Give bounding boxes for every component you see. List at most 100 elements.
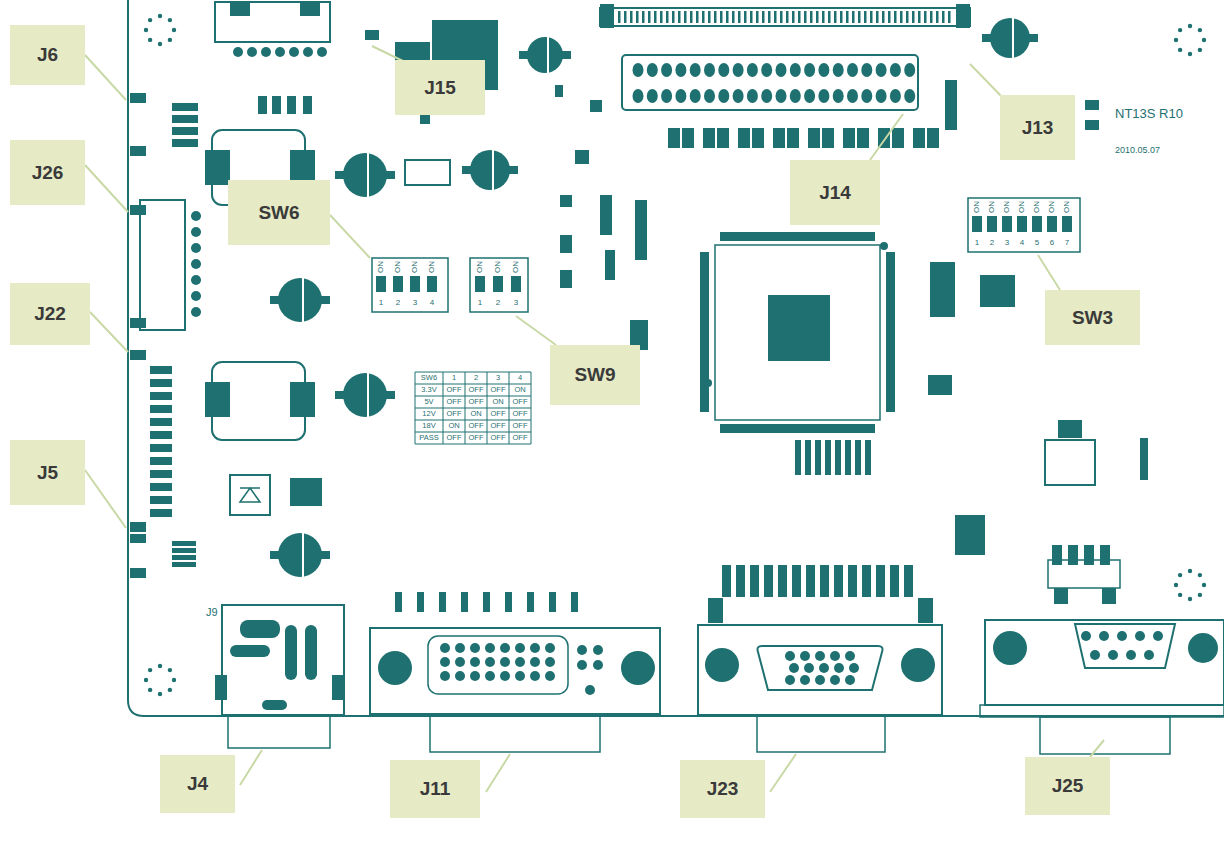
mounting-hole: [158, 664, 162, 668]
board-parts: [332, 675, 344, 700]
table-cell: ON: [514, 386, 525, 394]
connector-pin: [789, 663, 799, 673]
switch-number: 3: [514, 299, 518, 307]
switch-marking: ON: [428, 261, 436, 273]
connector-pin: [846, 11, 849, 23]
resistor-symbol: [795, 440, 801, 475]
dip-switch: [968, 198, 1080, 252]
header-pin: [876, 89, 887, 103]
table-cell: OFF: [469, 386, 484, 394]
switch-slider: [410, 276, 420, 292]
connector-pin: [672, 11, 675, 23]
switch-number: 3: [413, 299, 417, 307]
table-grid: [509, 372, 510, 444]
connector-pin: [815, 675, 825, 685]
board-parts: [980, 275, 1015, 307]
mounting-hole: [1202, 583, 1206, 587]
connector-pin: [150, 470, 172, 478]
smd-part: [1085, 100, 1099, 110]
connector-pin: [819, 663, 829, 673]
connector-pin: [515, 643, 525, 653]
resistor-symbol: [549, 592, 556, 612]
board-parts: [886, 252, 895, 412]
connector-pin: [834, 663, 844, 673]
connector-pin: [618, 11, 951, 23]
board-parts: [1140, 438, 1148, 480]
callout-label: J11: [420, 778, 451, 800]
header-pin: [690, 89, 701, 103]
mounting-hole: [1174, 583, 1178, 587]
connector-pin: [530, 643, 540, 653]
connector-pin: [172, 127, 198, 135]
mounting-hole: [1178, 593, 1182, 597]
connector-pin: [440, 671, 450, 681]
capacitor-symbol: [302, 533, 304, 577]
board-parts: [708, 598, 723, 623]
mounting-hole: [158, 14, 162, 18]
connector-pin: [732, 11, 735, 23]
board-parts: [720, 232, 875, 241]
leader-lines: [85, 46, 1104, 792]
resistor-symbol: [750, 565, 759, 597]
header-pin: [261, 47, 271, 57]
board-parts: [428, 636, 568, 694]
board-parts: [215, 2, 330, 42]
connector-pin: [191, 243, 201, 253]
callout-label: J22: [34, 303, 66, 325]
switch-slider: [1062, 216, 1072, 232]
capacitor-symbol: [270, 18, 1038, 577]
switch-slider: [511, 276, 521, 292]
callout-label: J4: [187, 773, 208, 795]
capacitor-symbol: [492, 150, 494, 190]
connector-pin: [840, 11, 843, 23]
smd-part: [945, 80, 957, 130]
header-pin: [761, 63, 772, 77]
connector-pin: [440, 643, 450, 653]
resistor-symbol: [527, 592, 534, 612]
callout-label: J26: [32, 162, 64, 184]
board-parts: [240, 488, 260, 502]
connector-pin: [726, 11, 729, 23]
connector-pin: [455, 657, 465, 667]
connector-latch: [130, 205, 146, 215]
table-cell: OFF: [491, 410, 506, 418]
connector-pin: [924, 11, 927, 23]
switch-slider: [1002, 216, 1012, 232]
board-parts: [290, 478, 322, 506]
table-cell: OFF: [513, 434, 528, 442]
connector-pin: [690, 11, 693, 23]
table-grid: [415, 372, 531, 373]
table-cell: 5V: [424, 398, 433, 406]
connector-pin: [1153, 631, 1163, 641]
callout-box: J11: [390, 760, 480, 818]
connector-pin: [172, 555, 196, 560]
board-parts: [700, 252, 709, 412]
header-pin: [633, 63, 916, 103]
switch-slider: [427, 276, 437, 292]
switch-number: 6: [1050, 239, 1054, 247]
connector-pin: [918, 11, 921, 23]
board-parts: [930, 262, 955, 317]
resistor-symbol: [857, 128, 869, 148]
connector-pin: [849, 663, 859, 673]
connector-pin: [624, 11, 627, 23]
callout-box: SW6: [228, 180, 330, 245]
mounting-hole: [148, 38, 152, 42]
connector-latch: [130, 93, 146, 578]
table-grid: [465, 372, 466, 444]
smd-part: [560, 195, 572, 207]
mounting-hole: [1198, 28, 1202, 32]
connector-pin: [440, 631, 1163, 695]
board-parts: [705, 648, 739, 682]
switch-slider: [987, 216, 997, 232]
mounting-hole: [158, 42, 162, 46]
switch-marking: ON: [1018, 201, 1026, 213]
connector-pin: [191, 259, 201, 269]
connector-pin: [1108, 650, 1118, 660]
callout-label: J5: [37, 462, 58, 484]
connector-pin: [470, 657, 480, 667]
board-outline: [128, 0, 1224, 716]
connector-pin: [756, 11, 759, 23]
connector-pin: [810, 11, 813, 23]
board-parts: [230, 645, 270, 657]
